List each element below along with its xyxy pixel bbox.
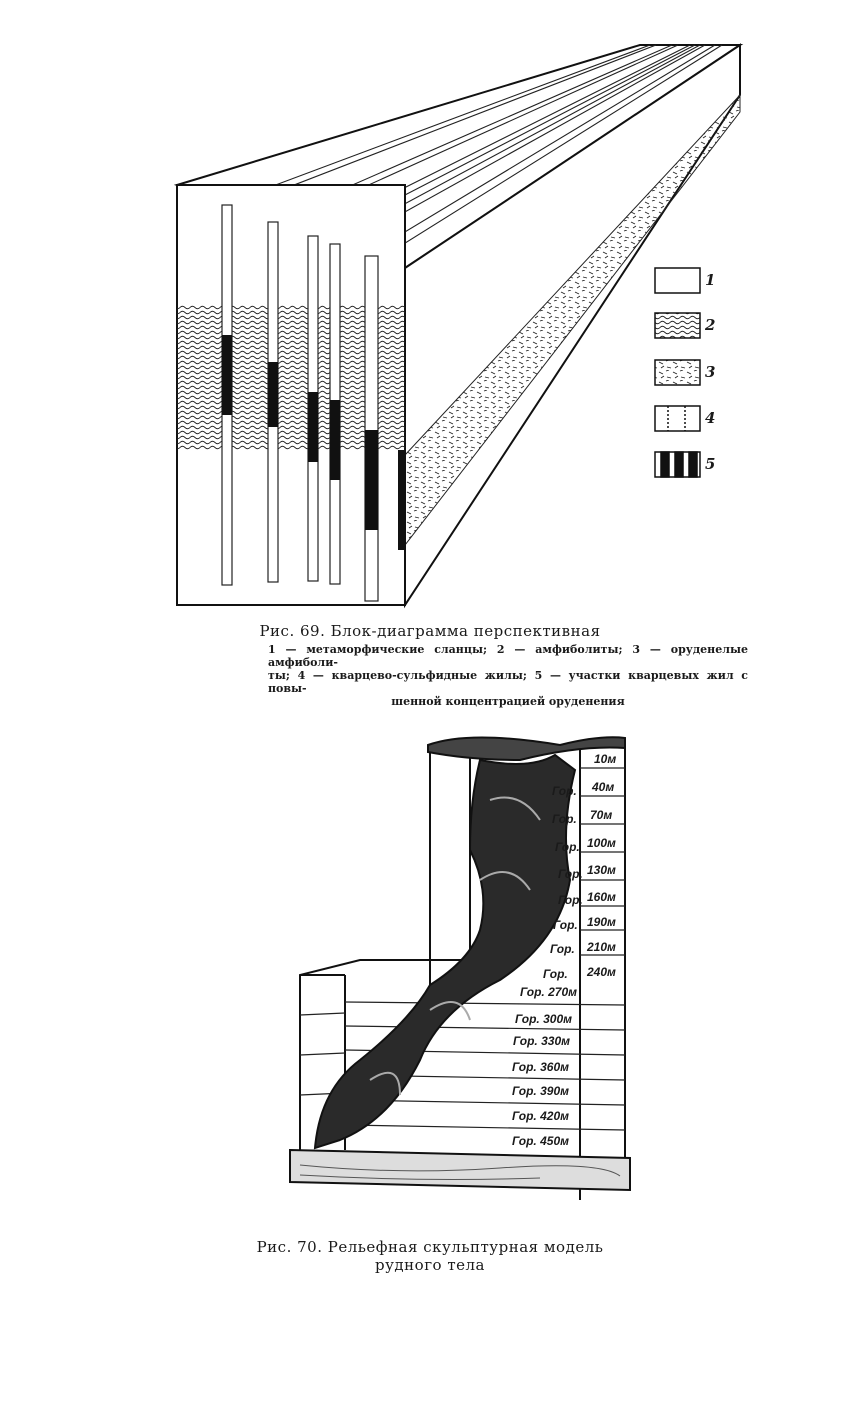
legend-label-2: 2: [705, 316, 716, 334]
figure-70-caption-line-1: Рис. 70. Рельефная скульптурная модель: [256, 1238, 604, 1256]
gor-label: Гор.: [552, 784, 577, 798]
legend-label-5: 5: [705, 455, 716, 473]
level-100m: 100м: [587, 836, 616, 850]
legend-box-1: [654, 267, 701, 294]
legend-label-1: 1: [705, 271, 716, 289]
level-450m: Гор. 450м: [512, 1134, 569, 1148]
level-360m: Гор. 360м: [512, 1060, 569, 1074]
gor-label: Гор.: [543, 967, 568, 981]
figure-69-caption-legend: 1 — метаморфические сланцы; 2 — амфиболи…: [268, 643, 748, 708]
level-420m: Гор. 420м: [512, 1109, 569, 1123]
legend-label-3: 3: [705, 363, 716, 381]
level-190m: 190м: [587, 915, 616, 929]
level-70m: 70м: [590, 808, 613, 822]
level-210m: 210м: [587, 940, 616, 954]
level-270m: Гор. 270м: [520, 985, 577, 999]
legend-line-2: ты; 4 — кварцево-сульфидные жилы; 5 — уч…: [268, 669, 748, 695]
level-390m: Гор. 390м: [512, 1084, 569, 1098]
level-300m: Гор. 300м: [515, 1012, 572, 1026]
gor-label: Гор.: [553, 918, 578, 932]
gor-label: Гор.: [558, 893, 583, 907]
gor-label: Гор.: [550, 942, 575, 956]
figure-69-caption-title: Рис. 69. Блок-диаграмма перспективная: [259, 622, 601, 640]
gor-label: Гор.: [555, 840, 580, 854]
level-160m: 160м: [587, 890, 616, 904]
level-40m: 40м: [592, 780, 615, 794]
legend-label-4: 4: [705, 409, 716, 427]
level-130m: 130м: [587, 863, 616, 877]
legend-box-2: [654, 312, 701, 339]
level-10m: 10м: [594, 752, 617, 766]
figure-70-caption-line-2: рудного тела: [375, 1256, 485, 1274]
legend-line-1: 1 — метаморфические сланцы; 2 — амфиболи…: [268, 643, 748, 669]
block-diagram-figure: [173, 43, 744, 609]
legend-box-3: [654, 359, 701, 386]
legend-box-4: [654, 405, 701, 432]
level-240m: 240м: [587, 965, 616, 979]
gor-label: Гор.: [558, 867, 583, 881]
legend-line-3: шенной концентрацией оруденения: [391, 695, 625, 708]
level-330m: Гор. 330м: [513, 1034, 570, 1048]
gor-label: Гор.: [552, 812, 577, 826]
